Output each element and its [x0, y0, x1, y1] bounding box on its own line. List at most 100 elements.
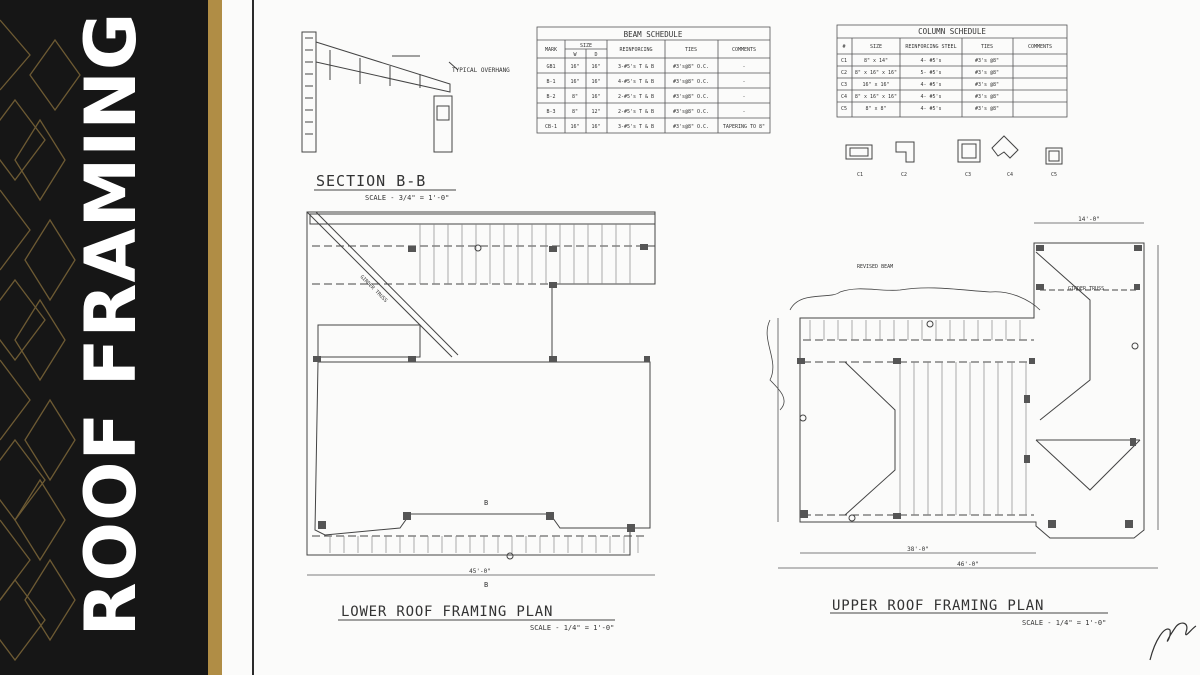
beam-cell: B-3	[546, 109, 555, 115]
column-detail-label: C4	[1007, 172, 1013, 178]
beam-cell: B-2	[546, 94, 555, 100]
beam-schedule-table	[536, 26, 771, 134]
column-cell: #3's @8"	[975, 70, 999, 76]
column-cell: 4- #5's	[920, 94, 941, 100]
column-cell: 8" x 16" x 16"	[855, 70, 897, 76]
beam-cell: B-1	[546, 79, 555, 85]
beam-cell: 16"	[591, 79, 600, 85]
lower-overall-dim: 45'-0"	[469, 568, 491, 575]
column-cell: 4- #5's	[920, 82, 941, 88]
beam-cell: -	[742, 79, 745, 85]
beam-cell: -	[742, 94, 745, 100]
beam-cell: #3's@8" O.C.	[673, 64, 709, 70]
column-cell: 8" x 14"	[864, 58, 888, 64]
blueprint-sheet	[222, 0, 1200, 675]
column-header: #	[842, 44, 845, 50]
beam-cell: -	[742, 109, 745, 115]
beam-cell: -	[742, 64, 745, 70]
column-schedule-rows: C1 8" x 14" 4- #5's #3's @8" C2 8" x 16" x 16…	[841, 58, 999, 112]
column-cell: 16" x 16"	[862, 82, 889, 88]
column-header: REINFORCING STEEL	[905, 44, 956, 50]
column-cell: C2	[841, 70, 847, 76]
beam-cell: 3-#5's T & B	[618, 124, 654, 130]
beam-header: MARK	[545, 47, 557, 53]
beam-cell: 8"	[572, 94, 578, 100]
column-cell: C1	[841, 58, 847, 64]
lower-plan-title: LOWER ROOF FRAMING PLAN	[341, 604, 553, 620]
column-cell: C4	[841, 94, 847, 100]
beam-cell: 3-#5's T & B	[618, 64, 654, 70]
beam-cell: 4-#5's T & B	[618, 79, 654, 85]
beam-header: COMMENTS	[732, 47, 756, 53]
lower-roof-plan	[306, 211, 656, 556]
beam-cell: 2-#5's T & B	[618, 94, 654, 100]
beam-cell: #3's@8" O.C.	[673, 94, 709, 100]
beam-cell: 16"	[591, 124, 600, 130]
column-cell: #3's @8"	[975, 58, 999, 64]
column-cell: #3's @8"	[975, 82, 999, 88]
column-detail-label: C3	[965, 172, 971, 178]
column-cell: 8" x 16" x 16"	[855, 94, 897, 100]
lower-section-marker-top: B	[484, 499, 488, 507]
beam-cell: #3's@8" O.C.	[673, 109, 709, 115]
upper-plan-title: UPPER ROOF FRAMING PLAN	[832, 598, 1044, 614]
beam-cell: CB-1	[545, 124, 557, 130]
column-cell: 4- #5's	[920, 106, 941, 112]
column-cell: #3's @8"	[975, 94, 999, 100]
beam-subheader: D	[594, 52, 597, 58]
section-scale: SCALE - 3/4" = 1'-0"	[365, 194, 449, 202]
beam-subheader: W	[573, 52, 577, 58]
column-cell: C3	[841, 82, 847, 88]
column-detail-label: C1	[857, 172, 863, 178]
column-schedule-headers: # SIZE REINFORCING STEEL TIES COMMENTS	[842, 44, 1052, 50]
upper-roof-plan	[766, 242, 1145, 539]
column-detail-label: C2	[901, 172, 907, 178]
lower-plan-scale: SCALE - 1/4" = 1'-0"	[530, 624, 614, 632]
column-cell: 8" x 8"	[865, 106, 886, 112]
upper-column-markers	[797, 245, 1142, 528]
beam-cell: 16"	[570, 124, 579, 130]
column-schedule-table	[836, 24, 1068, 118]
beam-cell: 12"	[591, 109, 600, 115]
beam-cell: TAPERING TO 8"	[723, 124, 765, 130]
column-schedule-title: COLUMN SCHEDULE	[918, 27, 986, 36]
signature	[1149, 622, 1197, 661]
beam-cell: 8"	[572, 109, 578, 115]
column-cell: 5- #5's	[920, 70, 941, 76]
sheet-border-line	[252, 0, 254, 675]
beam-cell: 16"	[570, 64, 579, 70]
column-detail-labels: C1 C2 C3 C4 C5	[857, 172, 1057, 178]
gold-accent-stripe	[208, 0, 222, 675]
section-note: TYPICAL OVERHANG	[452, 67, 510, 74]
column-header: SIZE	[870, 44, 882, 50]
upper-girder-label: GIRDER TRUSS	[1068, 286, 1104, 292]
beam-cell: #3's@8" O.C.	[673, 124, 709, 130]
column-cell: 4- #5's	[920, 58, 941, 64]
beam-cell: 2-#5's T & B	[618, 109, 654, 115]
beam-cell: 16"	[591, 64, 600, 70]
column-header: TIES	[981, 44, 993, 50]
column-cell: C5	[841, 106, 847, 112]
upper-plan-scale: SCALE - 1/4" = 1'-0"	[1022, 619, 1106, 627]
upper-inner-dim: 38'-0"	[907, 546, 929, 553]
section-b-b	[301, 31, 459, 153]
beam-cell: GB1	[546, 64, 555, 70]
roof-framing-drawing: TYPICAL OVERHANG SECTION B-B SCALE - 3/4…	[301, 24, 1197, 661]
lower-column-markers	[313, 244, 650, 532]
section-title: SECTION B-B	[316, 172, 426, 190]
beam-header: SIZE	[580, 43, 592, 49]
beam-schedule-rows: GB1 16" 16" 3-#5's T & B #3's@8" O.C. - B-1 16"…	[545, 64, 765, 130]
slide-title: ROOF FRAMING	[70, 11, 152, 637]
column-cell: #3's @8"	[975, 106, 999, 112]
beam-cell: 16"	[570, 79, 579, 85]
beam-cell: #3's@8" O.C.	[673, 79, 709, 85]
beam-schedule-title: BEAM SCHEDULE	[624, 30, 683, 39]
revised-beam-label: REVISED BEAM	[857, 264, 893, 270]
column-detail-label: C5	[1051, 172, 1057, 178]
column-header: COMMENTS	[1028, 44, 1052, 50]
upper-overall-dim: 46'-0"	[957, 561, 979, 568]
lower-section-marker-bottom: B	[484, 581, 488, 589]
beam-header: REINFORCING	[619, 47, 652, 53]
sidebar-pattern	[0, 0, 208, 675]
